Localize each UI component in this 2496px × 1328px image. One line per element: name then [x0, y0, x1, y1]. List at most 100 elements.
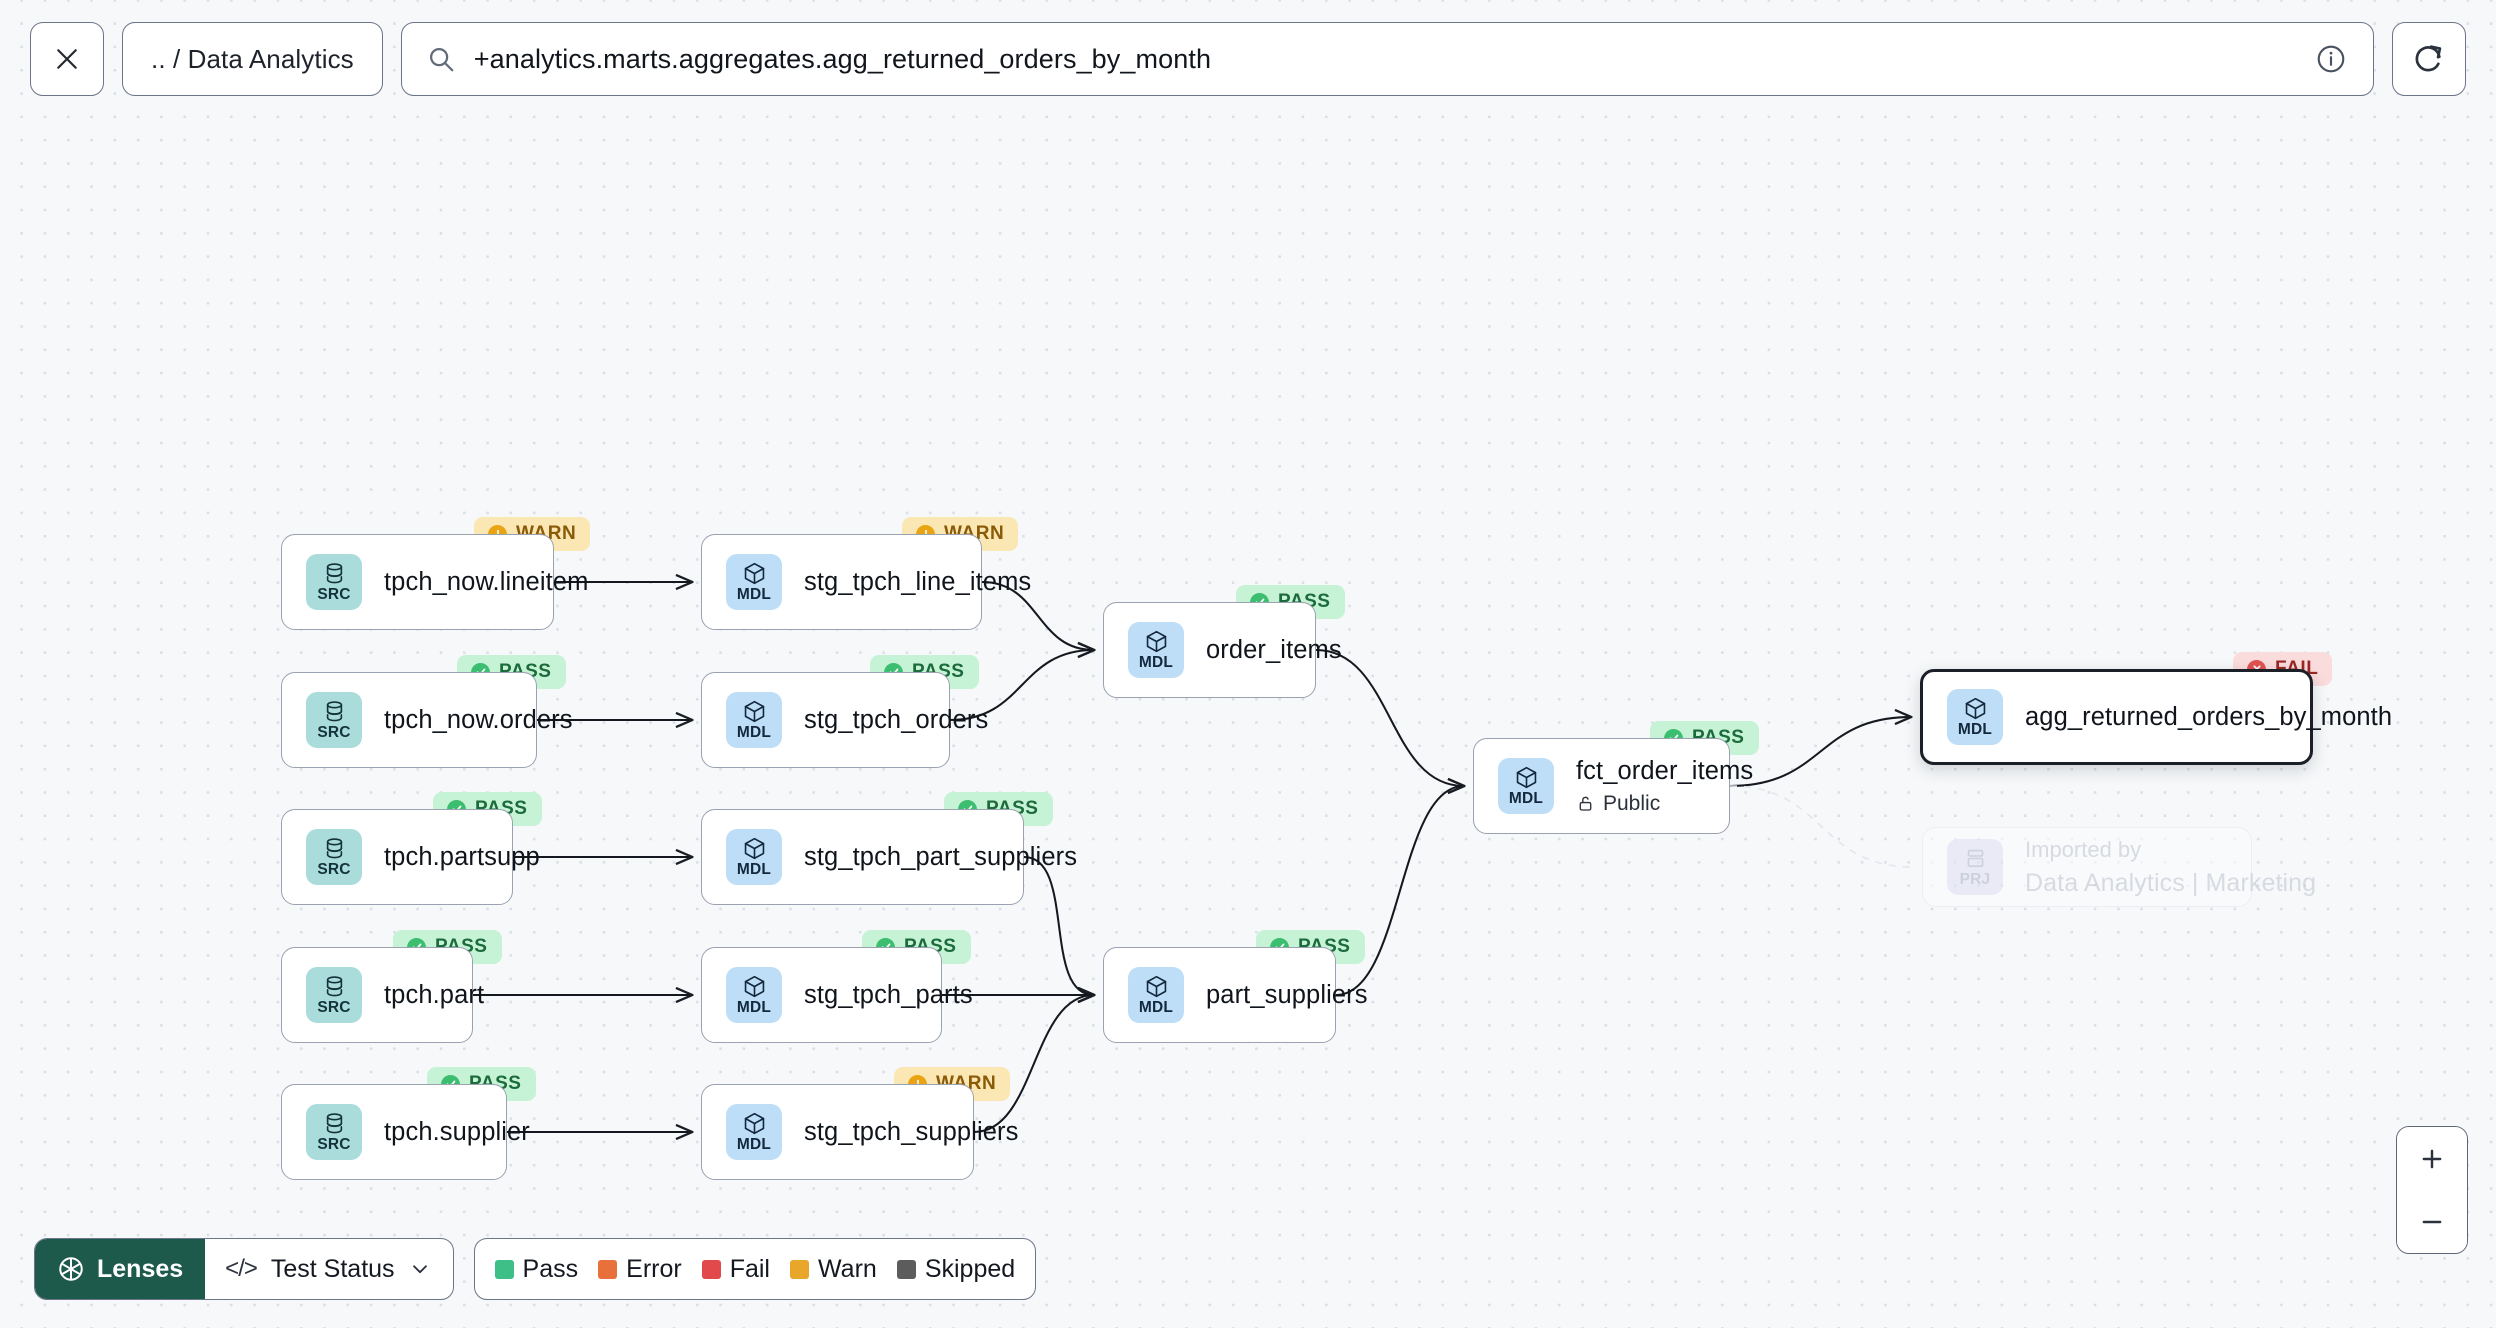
node-title: stg_tpch_parts — [804, 980, 973, 1009]
node-title: stg_tpch_orders — [804, 705, 989, 734]
legend-item-pass[interactable]: Pass — [494, 1254, 579, 1284]
node-title: fct_order_items — [1576, 756, 1754, 785]
cube-icon — [1965, 698, 1985, 720]
node-type-label: SRC — [317, 724, 351, 742]
node-type-chip-prj: PRJ — [1947, 839, 2003, 895]
zoom-out-button[interactable] — [2397, 1190, 2467, 1253]
code-icon: </> — [225, 1255, 258, 1282]
node-type-chip-mdl: MDL — [726, 692, 782, 748]
search-input[interactable]: +analytics.marts.aggregates.agg_returned… — [400, 22, 2374, 96]
node-type-chip-mdl: MDL — [1128, 967, 1184, 1023]
graph-node-agg_returned_orders_by_month[interactable]: MDL agg_returned_orders_by_month — [1920, 669, 2392, 765]
node-title: order_items — [1206, 635, 1342, 664]
legend-swatch-icon — [494, 1259, 514, 1279]
lenses-button[interactable]: Lenses — [35, 1239, 206, 1299]
node-type-label: SRC — [317, 1136, 351, 1154]
node-type-label: MDL — [736, 861, 772, 879]
project-icon — [1967, 850, 1983, 868]
graph-node-stg_tpch_orders[interactable]: MDL stg_tpch_orders — [701, 672, 988, 768]
cube-icon — [744, 1113, 764, 1135]
node-type-chip-src: SRC — [306, 692, 362, 748]
legend-item-error[interactable]: Error — [598, 1255, 682, 1284]
status-legend: Pass Error Fail Warn Skipped — [473, 1238, 1037, 1300]
node-title: tpch.partsupp — [384, 842, 540, 871]
node-type-chip-src: SRC — [306, 1104, 362, 1160]
close-button[interactable] — [30, 22, 104, 96]
node-type-chip-mdl: MDL — [726, 1104, 782, 1160]
node-type-label: MDL — [736, 999, 772, 1017]
node-type-label: PRJ — [1959, 871, 1991, 889]
node-type-chip-mdl: MDL — [726, 554, 782, 610]
graph-node-tpch_now_lineitem[interactable]: SRC tpch_now.lineitem — [281, 534, 588, 630]
edge-order_items-to-fct_order_items — [1315, 648, 1464, 786]
legend-swatch-icon — [790, 1259, 809, 1279]
node-type-chip-src: SRC — [306, 554, 362, 610]
graph-node-stg_tpch_suppliers[interactable]: MDL stg_tpch_suppliers — [701, 1084, 1018, 1180]
chevron-down-icon — [412, 1265, 427, 1274]
cube-icon — [744, 701, 764, 723]
node-type-label: MDL — [1138, 999, 1174, 1017]
node-type-chip-mdl: MDL — [1498, 758, 1554, 814]
graph-node-stg_tpch_parts[interactable]: MDL stg_tpch_parts — [701, 947, 973, 1043]
node-body: stg_tpch_orders — [804, 706, 988, 735]
legend-swatch-icon — [701, 1259, 721, 1279]
legend-item-skipped[interactable]: Skipped — [896, 1255, 1015, 1284]
breadcrumb[interactable]: .. / Data Analytics — [122, 22, 383, 96]
graph-node-tpch_partsupp[interactable]: SRC tpch.partsupp — [281, 809, 540, 905]
edge-stg_tpch_suppliers-to-part_suppliers — [973, 995, 1094, 1134]
node-type-chip-mdl: MDL — [1947, 689, 2003, 745]
graph-node-tpch_part[interactable]: SRC tpch.part — [281, 947, 484, 1043]
graph-node-tpch_supplier[interactable]: SRC tpch.supplier — [281, 1084, 530, 1180]
graph-node-imported_by_project: PRJ Imported by Data Analytics | Marketing — [1922, 827, 2316, 907]
node-title: part_suppliers — [1206, 980, 1368, 1009]
legend-swatch-icon — [598, 1259, 618, 1279]
refresh-button[interactable] — [2392, 22, 2466, 96]
node-type-label: SRC — [317, 999, 351, 1017]
node-type-chip-mdl: MDL — [726, 967, 782, 1023]
info-icon[interactable] — [2315, 43, 2347, 75]
node-body: stg_tpch_part_suppliers — [804, 843, 1077, 872]
node-body: Imported by Data Analytics | Marketing — [2025, 837, 2316, 898]
node-title: Data Analytics | Marketing — [2025, 868, 2317, 897]
database-icon — [326, 701, 342, 722]
legend-item-fail[interactable]: Fail — [701, 1254, 770, 1284]
database-icon — [326, 976, 342, 997]
node-title: tpch.part — [384, 980, 485, 1009]
node-title: agg_returned_orders_by_month — [2025, 702, 2393, 731]
lenses-control-group: Lenses </> Test Status — [34, 1238, 454, 1300]
legend-item-warn[interactable]: Warn — [790, 1255, 877, 1284]
node-visibility-label: Public — [1603, 791, 1661, 815]
node-title: tpch_now.lineitem — [384, 567, 589, 596]
zoom-in-button[interactable] — [2397, 1127, 2467, 1190]
graph-node-part_suppliers[interactable]: MDL part_suppliers — [1103, 947, 1367, 1043]
graph-node-stg_tpch_part_suppliers[interactable]: MDL stg_tpch_part_suppliers — [701, 809, 1077, 905]
node-body: stg_tpch_parts — [804, 981, 973, 1010]
legend-swatch-icon — [896, 1259, 916, 1279]
legend-label: Fail — [729, 1254, 770, 1283]
node-body: stg_tpch_suppliers — [804, 1118, 1018, 1147]
graph-node-order_items[interactable]: MDL order_items — [1103, 602, 1342, 698]
node-body: order_items — [1206, 636, 1342, 665]
cube-icon — [744, 563, 764, 585]
node-body: tpch_now.lineitem — [384, 568, 588, 597]
legend-label: Pass — [522, 1254, 579, 1283]
test-status-dropdown[interactable]: </> Test Status — [205, 1239, 452, 1299]
legend-label: Warn — [818, 1254, 877, 1283]
node-type-label: MDL — [1957, 721, 1993, 739]
node-title: stg_tpch_part_suppliers — [804, 842, 1078, 871]
node-overline: Imported by — [2025, 836, 2142, 862]
close-icon — [57, 49, 77, 69]
lineage-canvas[interactable]: WARNSRCtpch_now.lineitemPASSSRCtpch_now.… — [0, 118, 2496, 1328]
database-icon — [326, 838, 342, 859]
search-query-text: +analytics.marts.aggregates.agg_returned… — [473, 43, 1212, 74]
node-type-chip-mdl: MDL — [1128, 622, 1184, 678]
search-icon — [429, 47, 454, 72]
node-type-chip-src: SRC — [306, 829, 362, 885]
node-body: tpch.supplier — [384, 1118, 530, 1147]
minus-icon — [2422, 1220, 2442, 1223]
